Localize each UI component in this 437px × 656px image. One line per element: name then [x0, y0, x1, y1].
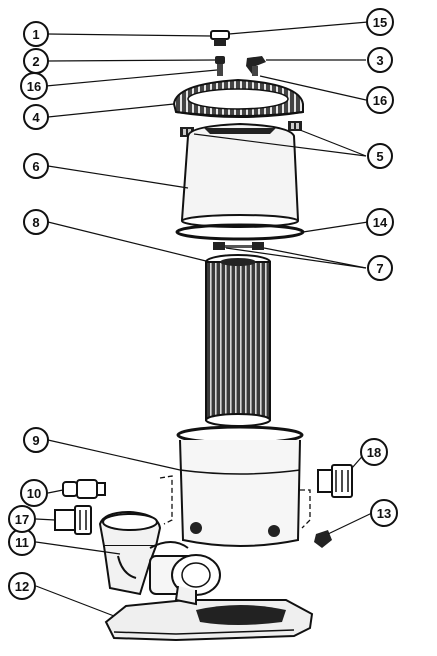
callout-6-label: 6 [32, 159, 39, 174]
callout-12: 12 [8, 572, 36, 600]
callout-4: 4 [23, 104, 49, 130]
filter-tank-body-part [159, 425, 311, 547]
air-release-valve-part [246, 56, 266, 76]
lid-ring-part [172, 78, 304, 118]
filter-cartridge-part [205, 254, 271, 427]
callout-3-label: 3 [376, 53, 383, 68]
hose-connector-left-part [62, 479, 106, 499]
hose-adapter-right-part [317, 464, 353, 498]
drain-plug-part [314, 530, 332, 548]
callout-8: 8 [23, 209, 49, 235]
callout-9-label: 9 [32, 433, 39, 448]
callout-3: 3 [367, 47, 393, 73]
callout-9: 9 [23, 427, 49, 453]
lid-clip-right-part [288, 121, 302, 131]
callout-6: 6 [23, 153, 49, 179]
callout-18-label: 18 [367, 445, 381, 460]
callout-16-left: 16 [20, 72, 48, 100]
callout-1-label: 1 [32, 27, 39, 42]
callout-14-label: 14 [373, 215, 388, 230]
callout-5: 5 [367, 143, 393, 169]
callout-7-label: 7 [376, 261, 383, 276]
base-plate-part [104, 585, 314, 642]
callout-16-right-label: 16 [373, 93, 387, 108]
callout-12-label: 12 [15, 579, 29, 594]
callout-8-label: 8 [32, 215, 39, 230]
tank-dome-part [180, 122, 300, 228]
callout-10-label: 10 [27, 486, 41, 501]
callout-4-label: 4 [32, 110, 40, 125]
callout-17: 17 [8, 505, 36, 533]
callout-10: 10 [20, 479, 48, 507]
cartridge-spacers-part [213, 242, 264, 250]
callout-15: 15 [366, 8, 394, 36]
callout-14: 14 [366, 208, 394, 236]
callout-11-label: 11 [15, 535, 29, 550]
callout-7: 7 [367, 255, 393, 281]
callout-2: 2 [23, 48, 49, 74]
pressure-gauge-cap-part [210, 30, 230, 46]
hose-adapter-left-part [54, 505, 92, 535]
lid-clip-left-part [180, 127, 194, 137]
callout-5-label: 5 [376, 149, 383, 164]
callout-15-label: 15 [373, 15, 387, 30]
callout-13: 13 [370, 499, 398, 527]
cap-o-ring-part [215, 56, 225, 76]
callout-13-label: 13 [377, 506, 391, 521]
callout-17-label: 17 [15, 512, 29, 527]
callout-16-right: 16 [366, 86, 394, 114]
callout-18: 18 [360, 438, 388, 466]
callout-1: 1 [23, 21, 49, 47]
callout-16-left-label: 16 [27, 79, 41, 94]
callout-2-label: 2 [32, 54, 39, 69]
